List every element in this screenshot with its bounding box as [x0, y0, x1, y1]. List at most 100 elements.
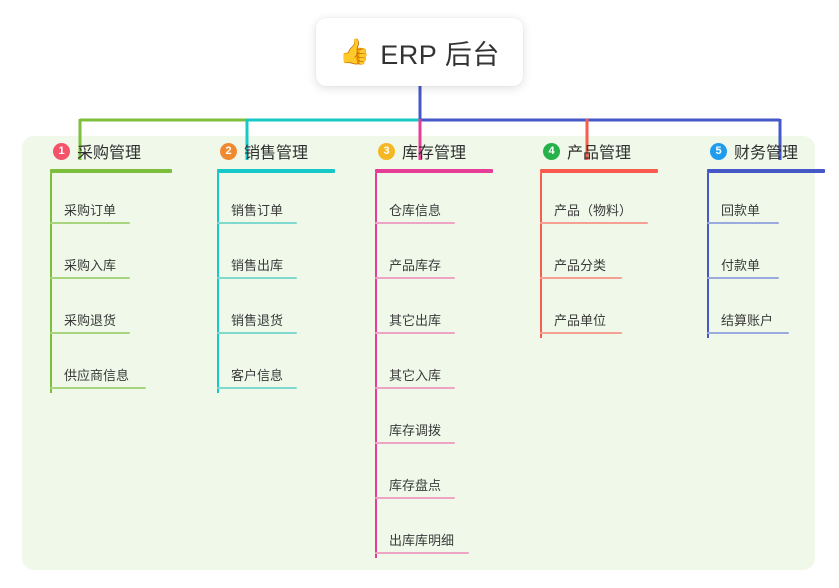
branch-item[interactable]: 其它出库 [365, 283, 493, 338]
branch-item[interactable]: 付款单 [697, 228, 825, 283]
branch-item[interactable]: 销售退货 [207, 283, 335, 338]
branch-item-label: 采购入库 [64, 258, 117, 273]
branch-item-label: 库存盘点 [389, 478, 442, 493]
branch-item-underline [375, 442, 455, 444]
branch-column: 2 销售管理销售订单销售出库销售退货客户信息 [207, 136, 335, 393]
branch-header[interactable]: 1 采购管理 [40, 136, 172, 166]
branch-trunk-line [707, 173, 709, 338]
branch-item-underline [375, 552, 469, 554]
branch-trunk-line [540, 173, 542, 338]
branch-item-label: 采购退货 [64, 313, 117, 328]
branch-item-underline [50, 332, 130, 334]
branch-item[interactable]: 采购订单 [40, 173, 172, 228]
branch-item[interactable]: 产品分类 [530, 228, 658, 283]
branch-item-label: 供应商信息 [64, 368, 130, 383]
branch-item-underline [375, 332, 455, 334]
branch-header[interactable]: 2 销售管理 [207, 136, 335, 166]
branch-item-label: 产品（物料） [554, 203, 633, 218]
branch-header[interactable]: 3 库存管理 [365, 136, 493, 166]
branch-item[interactable]: 采购入库 [40, 228, 172, 283]
branch-title: 产品管理 [567, 145, 632, 162]
branch-item[interactable]: 产品单位 [530, 283, 658, 338]
branch-item[interactable]: 出库库明细 [365, 503, 493, 558]
branch-header-underline [375, 169, 493, 173]
branch-trunk-line [50, 173, 52, 393]
branch-items: 产品（物料） 产品分类产品单位 [530, 173, 658, 338]
branch-item-underline [217, 387, 297, 389]
branch-title: 财务管理 [734, 145, 799, 162]
branch-item-underline [50, 387, 146, 389]
branch-item[interactable]: 供应商信息 [40, 338, 172, 393]
branch-index-badge: 3 [378, 142, 395, 160]
branch-column: 3 库存管理仓库信息产品库存其它出库其它入库库存调拨库存盘点出库库明细 [365, 136, 493, 558]
branch-item-label: 付款单 [721, 258, 761, 273]
branch-item-underline [540, 222, 648, 224]
branch-index-badge: 1 [53, 142, 70, 160]
branch-item-underline [50, 222, 130, 224]
branch-item-underline [707, 332, 789, 334]
branch-item-label: 其它入库 [389, 368, 442, 383]
branch-item-label: 销售退货 [231, 313, 284, 328]
branch-item-label: 其它出库 [389, 313, 442, 328]
branch-trunk-line [217, 173, 219, 393]
branch-item-underline [50, 277, 130, 279]
branch-index-badge: 5 [710, 142, 727, 160]
branch-item[interactable]: 销售订单 [207, 173, 335, 228]
branch-item[interactable]: 库存调拨 [365, 393, 493, 448]
branch-item[interactable]: 库存盘点 [365, 448, 493, 503]
branch-header-underline [217, 169, 335, 173]
branch-item-label: 产品分类 [554, 258, 607, 273]
branch-title: 采购管理 [77, 145, 142, 162]
branch-title: 销售管理 [244, 145, 309, 162]
branch-index-badge: 2 [220, 142, 237, 160]
branch-item-underline [375, 277, 455, 279]
branch-item-label: 销售出库 [231, 258, 284, 273]
branch-item-label: 销售订单 [231, 203, 284, 218]
branch-item[interactable]: 产品（物料） [530, 173, 658, 228]
branch-header-underline [50, 169, 172, 173]
branch-item-underline [375, 387, 455, 389]
branch-item-underline [217, 332, 297, 334]
branch-trunk-line [375, 173, 377, 558]
root-title: ERP 后台 [380, 39, 500, 70]
branch-header-underline [540, 169, 658, 173]
branch-item-label: 产品库存 [389, 258, 442, 273]
branch-item-underline [217, 277, 297, 279]
branch-items: 销售订单销售出库销售退货客户信息 [207, 173, 335, 393]
branch-items: 回款单付款单结算账户 [697, 173, 825, 338]
branch-item-label: 产品单位 [554, 313, 607, 328]
branch-item[interactable]: 结算账户 [697, 283, 825, 338]
branch-column: 1 采购管理采购订单采购入库采购退货供应商信息 [40, 136, 172, 393]
branch-item-underline [217, 222, 297, 224]
branch-item-label: 回款单 [721, 203, 761, 218]
branch-columns: 1 采购管理采购订单采购入库采购退货供应商信息 2 销售管理销售订单销售出库销售退货客… [22, 136, 825, 570]
branch-item-label: 库存调拨 [389, 423, 442, 438]
branch-items: 采购订单采购入库采购退货供应商信息 [40, 173, 172, 393]
branch-item[interactable]: 采购退货 [40, 283, 172, 338]
branch-item[interactable]: 回款单 [697, 173, 825, 228]
branch-item[interactable]: 客户信息 [207, 338, 335, 393]
branch-header[interactable]: 5 财务管理 [697, 136, 825, 166]
branch-item-label: 仓库信息 [389, 203, 442, 218]
branch-item[interactable]: 产品库存 [365, 228, 493, 283]
branch-item[interactable]: 仓库信息 [365, 173, 493, 228]
branch-item-underline [707, 277, 779, 279]
branch-item-underline [707, 222, 779, 224]
branch-item-label: 结算账户 [721, 313, 774, 328]
branch-item-underline [375, 222, 455, 224]
branch-items: 仓库信息产品库存其它出库其它入库库存调拨库存盘点出库库明细 [365, 173, 493, 558]
branch-item-underline [540, 277, 622, 279]
branch-item-underline [375, 497, 455, 499]
branch-column: 5 财务管理回款单付款单结算账户 [697, 136, 825, 338]
branch-item-underline [540, 332, 622, 334]
branch-item[interactable]: 其它入库 [365, 338, 493, 393]
branch-item[interactable]: 销售出库 [207, 228, 335, 283]
branch-item-label: 出库库明细 [389, 533, 455, 548]
root-node[interactable]: 👍 ERP 后台 [316, 18, 523, 86]
branch-title: 库存管理 [402, 145, 467, 162]
branch-header-underline [707, 169, 825, 173]
branch-item-label: 客户信息 [231, 368, 284, 383]
